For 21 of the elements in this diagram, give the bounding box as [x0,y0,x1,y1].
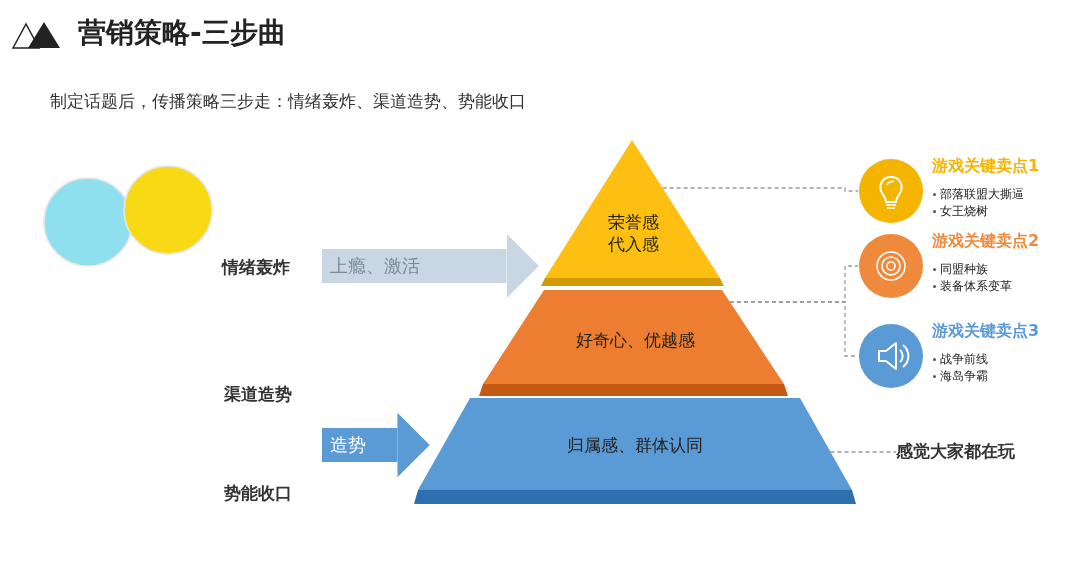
tier-label: 荣誉感 [606,211,660,234]
arrow-label: 造势 [330,433,366,457]
step-label: 势能收口 [224,482,292,505]
selling-point-heading: 游戏关键卖点3 [932,321,1040,342]
bullet-item: 同盟种族 [932,261,988,278]
tier-label: 好奇心、优越感 [574,329,696,352]
arrow-label: 上瘾、激活 [330,254,420,278]
bullet-item: 部落联盟大撕逼 [932,186,1024,203]
tier-label: 代入感 [606,233,660,256]
step-label: 渠道造势 [224,383,292,406]
tier-label: 归属感、群体认同 [566,434,704,457]
bullet-item: 海岛争霸 [932,368,988,385]
step-label: 情绪轰炸 [222,256,290,279]
subtitle-text: 制定话题后，传播策略三步走：情绪轰炸、渠道造势、势能收口 [50,90,526,113]
page-title: 营销策略-三步曲 [78,15,286,51]
selling-point-heading: 游戏关键卖点2 [932,231,1040,252]
bullet-item: 战争前线 [932,351,988,368]
bullet-item: 女王烧树 [932,203,988,220]
selling-point-heading: 游戏关键卖点1 [932,156,1040,177]
bullet-item: 装备体系变革 [932,278,1012,295]
step-label: 感觉大家都在玩 [896,440,1015,463]
